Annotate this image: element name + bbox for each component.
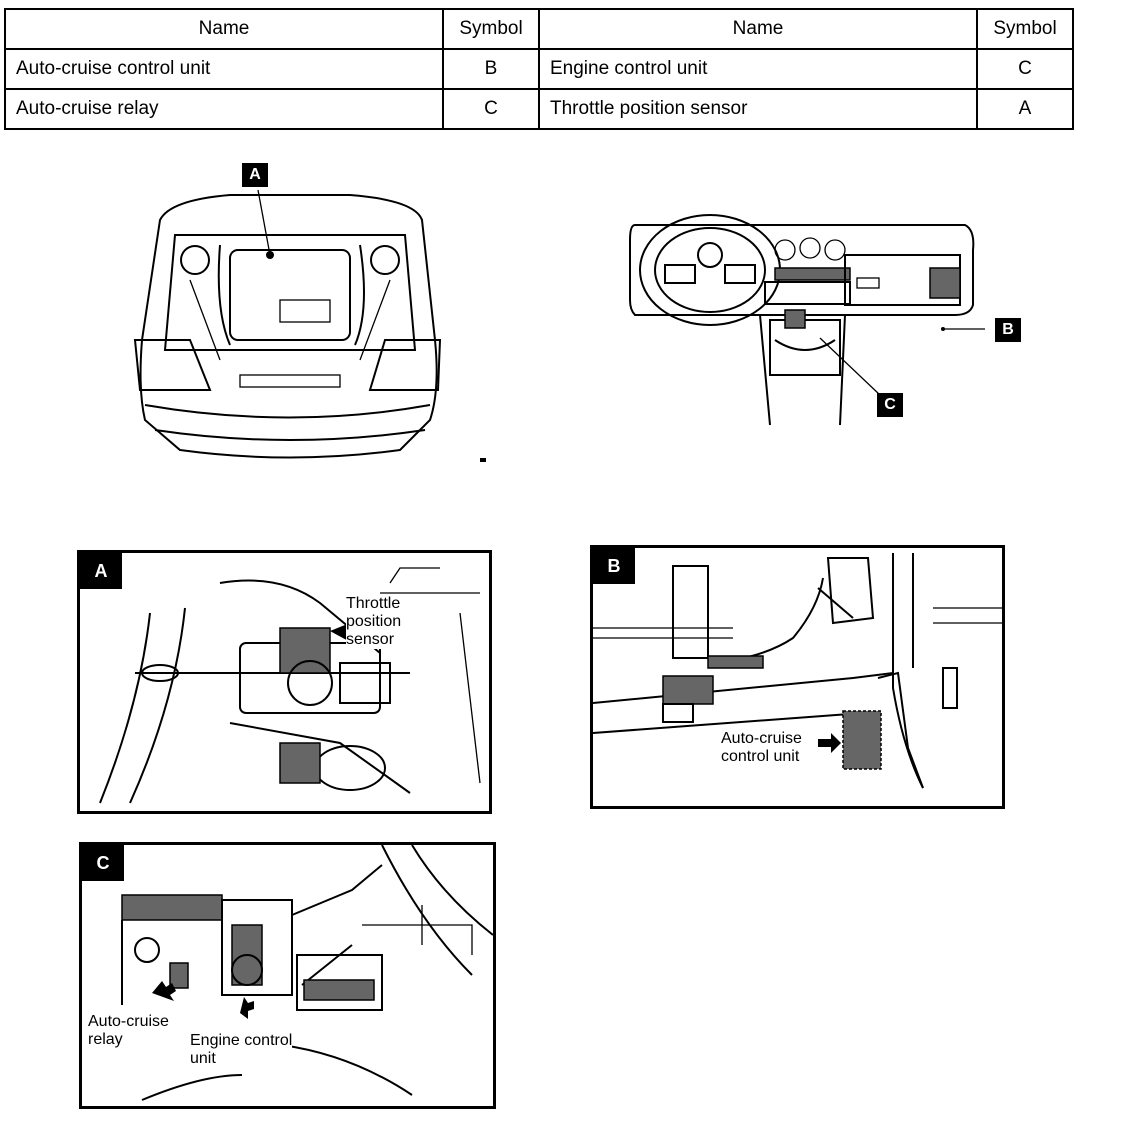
table-cell-symbol: B: [442, 48, 540, 90]
header-name-2: Name: [537, 8, 979, 50]
table-row: Auto-cruise control unit B Engine contro…: [3, 48, 1074, 90]
dashboard-location-tag-c: C: [877, 393, 903, 417]
relay-ecu-detail-drawing: [121, 845, 493, 1101]
engine-location-tag: A: [242, 163, 268, 187]
table-cell-name: Auto-cruise relay: [3, 88, 445, 130]
ecu-callout: Engine control unit: [190, 1032, 293, 1068]
engine-bay-drawing: [133, 189, 442, 459]
dashboard-location-tag-b: B: [995, 318, 1021, 342]
callout-text: position: [346, 613, 402, 630]
callout-text: Auto-cruise: [88, 1013, 169, 1030]
panel-c-tag: C: [82, 845, 124, 881]
scan-speck: [480, 458, 486, 462]
relay-callout: Auto-cruise relay: [88, 1013, 169, 1049]
throttle-sensor-callout: Throttle position sensor: [346, 595, 402, 649]
callout-text: Auto-cruise: [721, 730, 802, 747]
cruise-control-unit-detail-drawing: [593, 553, 1002, 789]
table-cell-name: Engine control unit: [537, 48, 979, 90]
callout-text: Throttle: [346, 595, 401, 612]
callout-text: relay: [88, 1031, 123, 1048]
panel-b-tag: B: [593, 548, 635, 584]
panel-a-tag: A: [80, 553, 122, 589]
table-cell-name: Throttle position sensor: [537, 88, 979, 130]
parts-location-table: Name Symbol Name Symbol Auto-cruise cont…: [3, 8, 1074, 130]
header-symbol-1: Symbol: [442, 8, 540, 50]
header-symbol-2: Symbol: [976, 8, 1074, 50]
header-name-1: Name: [3, 8, 445, 50]
dashboard-drawing: [629, 214, 985, 426]
detail-panel-b: B Auto-cruise control unit: [590, 545, 1005, 809]
table-cell-symbol: A: [976, 88, 1074, 130]
throttle-sensor-detail-drawing: [99, 567, 481, 804]
detail-panel-a: A Throttle position sensor: [77, 550, 492, 814]
callout-text: control unit: [721, 748, 800, 765]
table-cell-name: Auto-cruise control unit: [3, 48, 445, 90]
cruise-control-unit-callout: Auto-cruise control unit: [721, 730, 802, 766]
table-cell-symbol: C: [976, 48, 1074, 90]
table-row: Auto-cruise relay C Throttle position se…: [3, 88, 1074, 130]
table-cell-symbol: C: [442, 88, 540, 130]
callout-text: Engine control: [190, 1032, 293, 1049]
callout-text: unit: [190, 1050, 216, 1067]
detail-panel-c: C Auto-cruise relay Engine control unit: [79, 842, 496, 1109]
table-header-row: Name Symbol Name Symbol: [3, 8, 1074, 50]
callout-text: sensor: [346, 631, 395, 648]
